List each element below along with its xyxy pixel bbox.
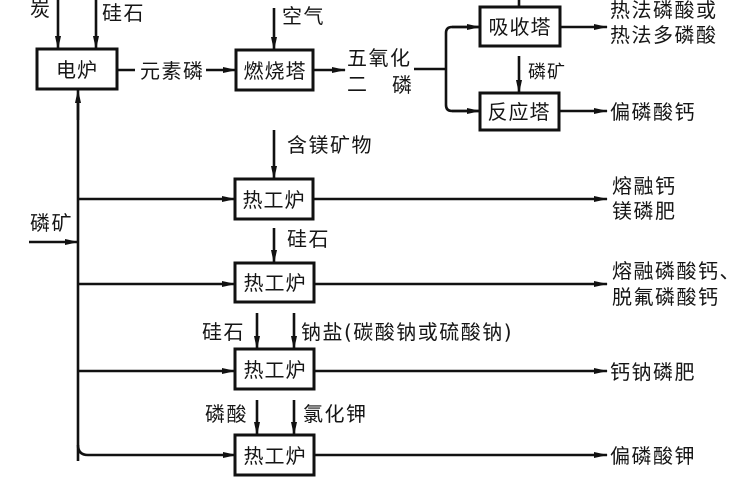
product-label-ca-na-fertilizer: 钙钠磷肥 [610, 360, 696, 384]
product-label-fused-cmp-line2: 镁磷肥 [612, 199, 677, 223]
node-thermal-furnace-3: 热工炉 [233, 347, 316, 391]
product-label-potassium-metaphosphate: 偏磷酸钾 [610, 444, 696, 468]
product-label-thermal-acid-line1: 热法磷酸或 [610, 0, 718, 22]
connector-split-bus [444, 25, 480, 113]
input-label-potassium-chloride: 氯化钾 [303, 402, 368, 426]
intermediate-label-p2o5-line1: 五氧化 [347, 46, 412, 70]
node-label: 反应塔 [488, 100, 551, 124]
intermediate-label-p2o5-lin: 磷 [392, 73, 414, 97]
node-label: 燃烧塔 [244, 59, 307, 83]
input-label-carbon: 炭 [30, 0, 52, 21]
input-label-silica-2: 硅石 [287, 227, 330, 251]
node-label: 热工炉 [244, 444, 307, 468]
input-label-mg-minerals: 含镁矿物 [287, 133, 373, 157]
node-label: 热工炉 [244, 358, 307, 382]
input-label-silica: 硅石 [102, 1, 145, 25]
product-label-fused-cap-line1: 熔融磷酸钙、 [612, 259, 741, 283]
node-electric-furnace: 电炉 [35, 47, 119, 91]
node-thermal-furnace-2: 热工炉 [233, 261, 316, 304]
input-label-phosphoric-acid: 磷酸 [205, 402, 248, 426]
node-label: 电炉 [56, 58, 98, 82]
product-label-fused-cap-line2: 脱氟磷酸钙 [612, 285, 720, 309]
product-label-calcium-metaphosphate: 偏磷酸钙 [610, 100, 696, 124]
product-label-fused-cmp-line1: 熔融钙 [612, 174, 677, 198]
node-reaction-tower: 反应塔 [478, 91, 561, 132]
node-thermal-furnace-1: 热工炉 [233, 177, 315, 221]
intermediate-label-p2o5-er: 二 [347, 72, 369, 96]
node-absorption-tower: 吸收塔 [478, 5, 562, 48]
intermediate-label-phosphate-rock: 磷矿 [528, 62, 566, 83]
product-label-thermal-acid-line2: 热法多磷酸 [610, 23, 718, 47]
intermediate-label-elemental-phosphorus: 元素磷 [140, 59, 205, 83]
node-combustion-tower: 燃烧塔 [234, 48, 315, 92]
input-label-air: 空气 [282, 4, 325, 28]
arrow-bus-to-furnace-4 [76, 444, 237, 458]
input-label-silica-3: 硅石 [202, 320, 245, 344]
node-thermal-furnace-4: 热工炉 [233, 433, 316, 477]
node-label: 吸收塔 [489, 15, 552, 39]
input-label-sodium-salt: 钠盐(碳酸钠或硫酸钠) [301, 320, 513, 344]
node-label: 热工炉 [244, 271, 307, 295]
node-label: 热工炉 [243, 188, 306, 212]
input-label-phosphate-rock: 磷矿 [30, 211, 73, 235]
